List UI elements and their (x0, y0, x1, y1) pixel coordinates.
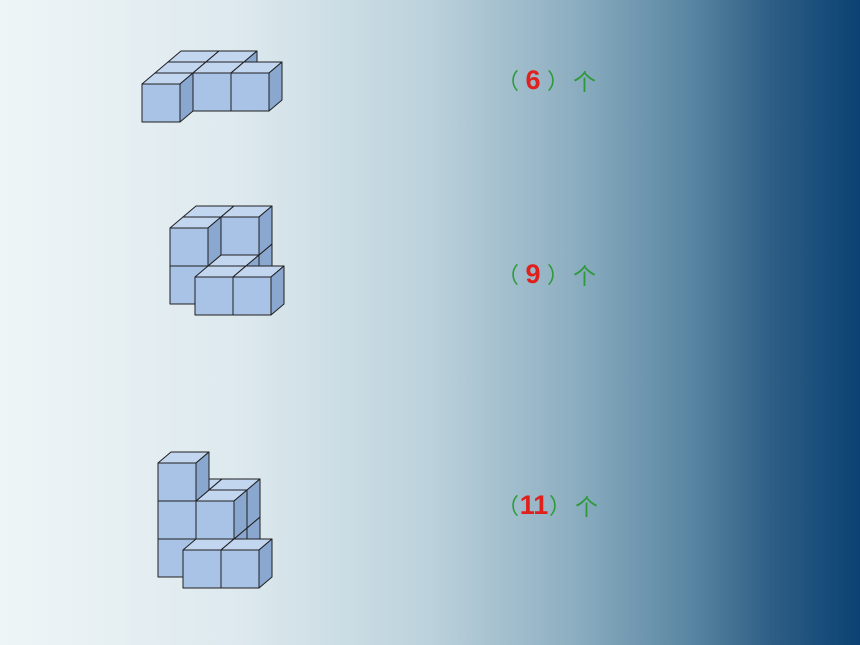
answer-count: 6 (525, 64, 541, 95)
cube-figure-3 (157, 451, 273, 589)
cube (230, 61, 283, 112)
answer-row-2: （ 9 ） 个 (497, 254, 596, 294)
answer-count: 9 (525, 258, 541, 289)
cube (232, 265, 285, 316)
cube (169, 216, 222, 267)
cube (141, 72, 194, 123)
open-paren: （ (497, 264, 520, 289)
unit-label: 个 (575, 495, 599, 521)
close-paren: ） (547, 264, 570, 289)
answer-row-1: （ 6 ） 个 (497, 60, 596, 100)
cube (195, 489, 248, 540)
close-paren: ） (549, 495, 572, 520)
unit-label: 个 (573, 264, 597, 290)
unit-label: 个 (573, 70, 597, 96)
answer-count: 11 (519, 489, 549, 520)
cube (220, 205, 273, 256)
cube-figure-1 (141, 50, 283, 123)
answer-row-3: （ 11 ） 个 (497, 485, 598, 525)
cube (157, 451, 210, 502)
cube (220, 538, 273, 589)
cube-figure-2 (169, 205, 285, 316)
open-paren: （ (497, 495, 520, 520)
open-paren: （ (497, 70, 520, 95)
close-paren: ） (547, 70, 570, 95)
